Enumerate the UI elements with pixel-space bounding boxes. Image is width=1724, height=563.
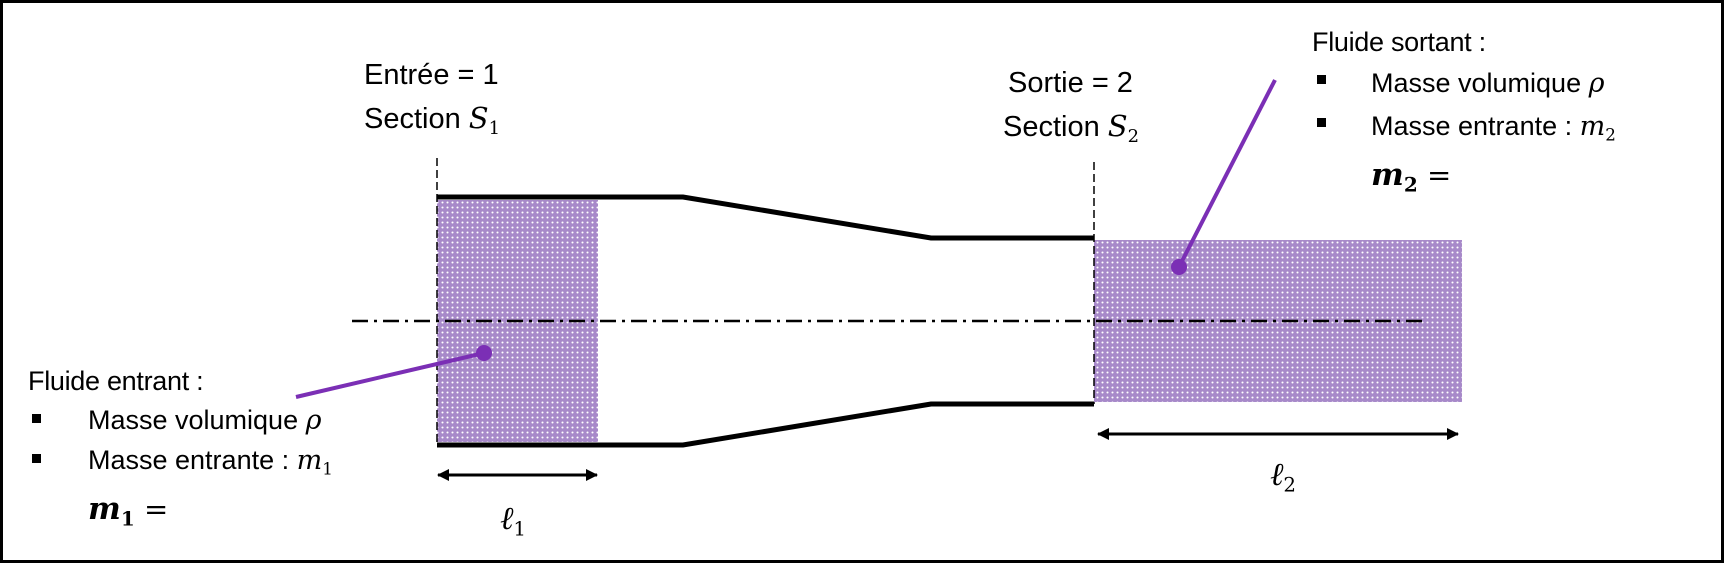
length2-label: ℓ2 [1270, 458, 1296, 495]
inlet-section-subscript: 1 [488, 117, 501, 139]
fluid-in-result-symbol: m [88, 491, 121, 527]
fluid-out-result: m2 = [1371, 157, 1452, 197]
fluid-in-density-symbol: ρ [305, 405, 322, 436]
fluid-in-result: m1 = [88, 491, 169, 531]
length2-subscript: 2 [1283, 473, 1296, 497]
pipe-bottom-wall [437, 401, 1094, 448]
fluid-in-density: Masse volumique ρ [88, 405, 322, 436]
fluid-out-mass-symbol: m [1579, 111, 1606, 142]
fluid-out-result-equals: = [1417, 158, 1452, 192]
outlet-section-text: Section [1003, 111, 1108, 143]
pipe-top-wall [437, 194, 1094, 241]
fluid-out-result-subscript: 2 [1403, 172, 1418, 197]
fluid-in-mass-subscript: 1 [322, 458, 333, 479]
fluid-in-mass-text: Masse entrante : [88, 445, 297, 475]
fluid-in-leader [295, 351, 485, 399]
fluid-in-bullet-2 [32, 454, 41, 463]
fluid-out-title: Fluide sortant : [1312, 27, 1486, 57]
inlet-section-text: Section [364, 103, 469, 135]
outlet-section-symbol: S [1107, 109, 1128, 143]
fluid-out-density: Masse volumique ρ [1371, 68, 1605, 99]
outlet-section-subscript: 2 [1127, 125, 1140, 147]
fluid-in-bullet-1 [32, 414, 41, 423]
fluid-in-mass-symbol: m [296, 445, 323, 476]
fluid-in-dot [476, 345, 492, 361]
outlet-section-label: Section S2 [1003, 112, 1139, 146]
fluid-out-dot [1171, 259, 1187, 275]
fluid-in-title: Fluide entrant : [28, 366, 204, 396]
fluid-out-bullet-1 [1317, 75, 1326, 84]
length2-symbol: ℓ [1270, 455, 1284, 493]
fluid-out-region [1094, 240, 1462, 402]
fluid-out-bullet-2 [1317, 118, 1326, 127]
inlet-section-symbol: S [468, 101, 489, 135]
inlet-label: Entrée = 1 [364, 59, 499, 91]
fluid-out-density-symbol: ρ [1588, 68, 1605, 99]
length1-label: ℓ1 [500, 502, 526, 539]
fluid-out-leader [1177, 79, 1277, 268]
fluid-out-density-text: Masse volumique [1371, 68, 1589, 98]
length1-symbol: ℓ [500, 499, 514, 537]
fluid-in-result-subscript: 1 [120, 506, 135, 531]
fluid-in-result-equals: = [134, 492, 169, 526]
fluid-out-mass: Masse entrante : m2 [1371, 113, 1616, 143]
fluid-out-mass-subscript: 2 [1605, 124, 1616, 145]
outlet-label: Sortie = 2 [1008, 67, 1133, 99]
inlet-section-label: Section S1 [364, 104, 500, 138]
fluid-in-density-text: Masse volumique [88, 405, 306, 435]
length1-subscript: 1 [513, 517, 526, 541]
fluid-out-result-symbol: m [1371, 157, 1404, 193]
fluid-in-mass: Masse entrante : m1 [88, 447, 333, 477]
fluid-out-mass-text: Masse entrante : [1371, 111, 1580, 141]
